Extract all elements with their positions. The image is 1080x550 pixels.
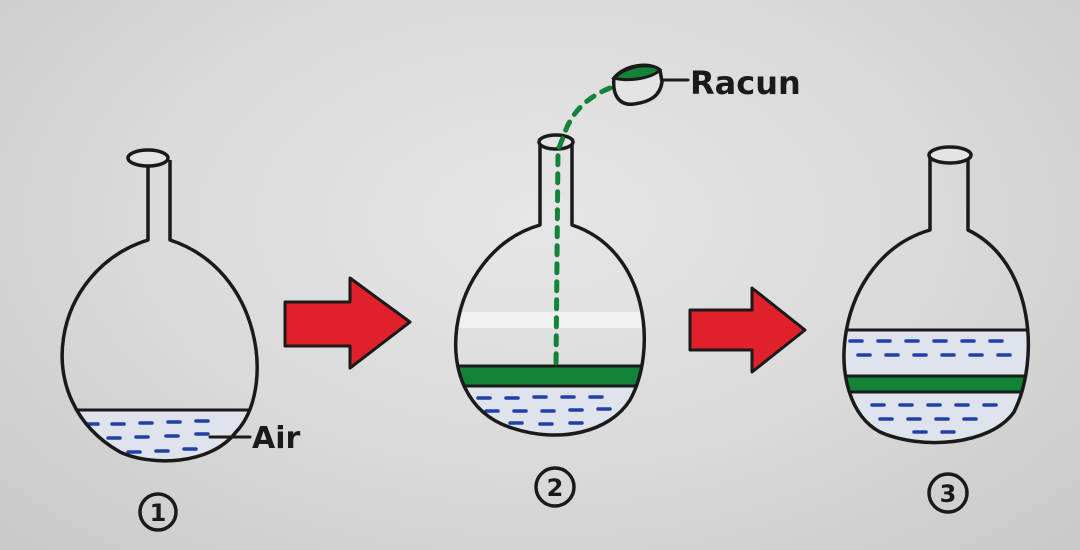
poison-bottle: [611, 63, 664, 106]
poison-stream: [553, 85, 613, 369]
air-label: Air: [252, 421, 301, 456]
flask-3-poison-layer: [844, 376, 1029, 392]
step-1-marker: 1: [138, 492, 178, 532]
step-3-number: 3: [940, 480, 957, 508]
racun-label: Racun: [690, 64, 801, 102]
flask-2-white-layer: [455, 312, 645, 328]
flask-2-poison-layer: [455, 366, 645, 386]
arrow-2: [688, 286, 807, 374]
step-2-number: 2: [547, 474, 564, 502]
arrow-1: [283, 276, 412, 370]
flask-1-water: [62, 408, 258, 461]
air-label-group: Air: [208, 421, 301, 456]
flask-3-upper-water: [844, 330, 1029, 376]
step-3-marker: 3: [927, 472, 969, 514]
step-1-number: 1: [150, 499, 167, 527]
flask-3: [842, 145, 1031, 445]
step-2-marker: 2: [534, 466, 576, 508]
flask-1: [60, 148, 259, 463]
flask-2: [453, 85, 647, 437]
